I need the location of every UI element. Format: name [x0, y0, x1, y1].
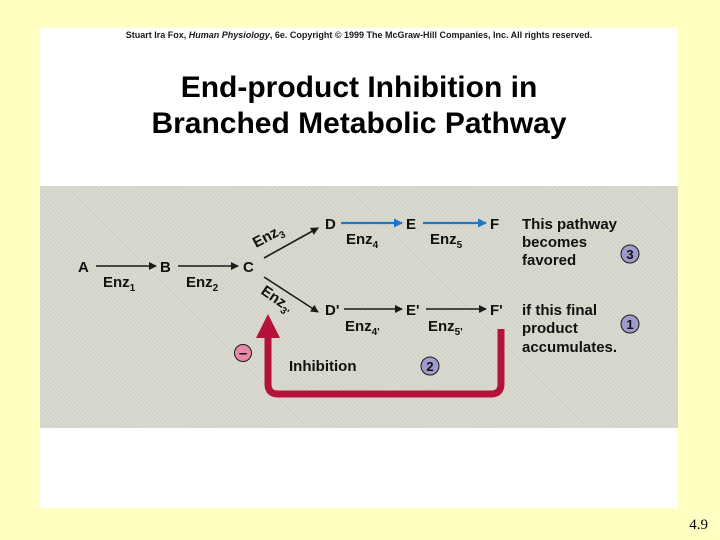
- pathway-diagram-panel: A B C Enz1 Enz2 Enz3 Enz3' D E F: [40, 186, 678, 428]
- enzyme-enz2: Enz2: [186, 274, 219, 294]
- svg-text:Enz3: Enz3: [250, 221, 288, 254]
- node-e: E: [406, 216, 416, 233]
- lower-note-line-2: product: [522, 320, 578, 337]
- node-d-prime: D': [325, 302, 339, 319]
- node-c: C: [243, 259, 254, 276]
- inhibition-label: Inhibition: [289, 358, 356, 375]
- enzyme-enz4-prime: Enz4': [345, 318, 380, 338]
- minus-sign: –: [239, 345, 247, 362]
- node-d: D: [325, 216, 336, 233]
- node-f-prime: F': [490, 302, 503, 319]
- minus-badge: [234, 344, 252, 362]
- copyright-book-title: Human Physiology: [188, 30, 270, 40]
- slide-number: 4.9: [689, 517, 708, 533]
- enzyme-enz4: Enz4: [346, 231, 379, 251]
- arrow-c-to-d: [263, 227, 319, 259]
- copyright-rest: , 6e. Copyright © 1999 The McGraw-Hill C…: [269, 30, 593, 40]
- enzyme-enz5-prime: Enz5': [428, 318, 463, 338]
- copyright-notice: Stuart Ira Fox, Human Physiology, 6e. Co…: [40, 30, 678, 40]
- title-line-2: Branched Metabolic Pathway: [151, 107, 567, 140]
- step-1-badge: [620, 314, 640, 334]
- step-3-badge: [620, 244, 640, 264]
- enzyme-enz1: Enz1: [103, 274, 136, 294]
- node-f: F: [490, 216, 499, 233]
- lower-note-line-1: if this final: [522, 302, 597, 319]
- pathway-diagram: A B C Enz1 Enz2 Enz3 Enz3' D E F: [78, 216, 640, 398]
- lower-note-line-3: accumulates.: [522, 339, 617, 356]
- upper-note-line-1: This pathway: [522, 216, 618, 233]
- inhibition-arrowhead: [256, 314, 280, 338]
- upper-note-line-2: becomes: [522, 234, 587, 251]
- inhibition-arrow: [264, 329, 505, 398]
- node-a: A: [78, 259, 89, 276]
- slide: Stuart Ira Fox, Human Physiology, 6e. Co…: [40, 28, 678, 508]
- enzyme-enz3: Enz3: [250, 221, 288, 254]
- enzyme-enz3-prime: Enz3': [256, 282, 296, 318]
- step-3-number: 3: [626, 247, 633, 262]
- upper-note-line-3: favored: [522, 252, 576, 269]
- node-b: B: [160, 259, 171, 276]
- slide-title: End-product Inhibition in Branched Metab…: [40, 70, 678, 142]
- title-line-1: End-product Inhibition in: [180, 71, 538, 104]
- step-1-number: 1: [626, 317, 633, 332]
- node-e-prime: E': [406, 302, 420, 319]
- step-2-number: 2: [426, 359, 433, 374]
- svg-text:Enz3': Enz3': [256, 282, 296, 318]
- copyright-author: Stuart Ira Fox,: [125, 30, 189, 40]
- arrow-c-to-d-prime: [263, 276, 319, 313]
- step-2-badge: [420, 356, 440, 376]
- enzyme-enz5: Enz5: [430, 231, 463, 251]
